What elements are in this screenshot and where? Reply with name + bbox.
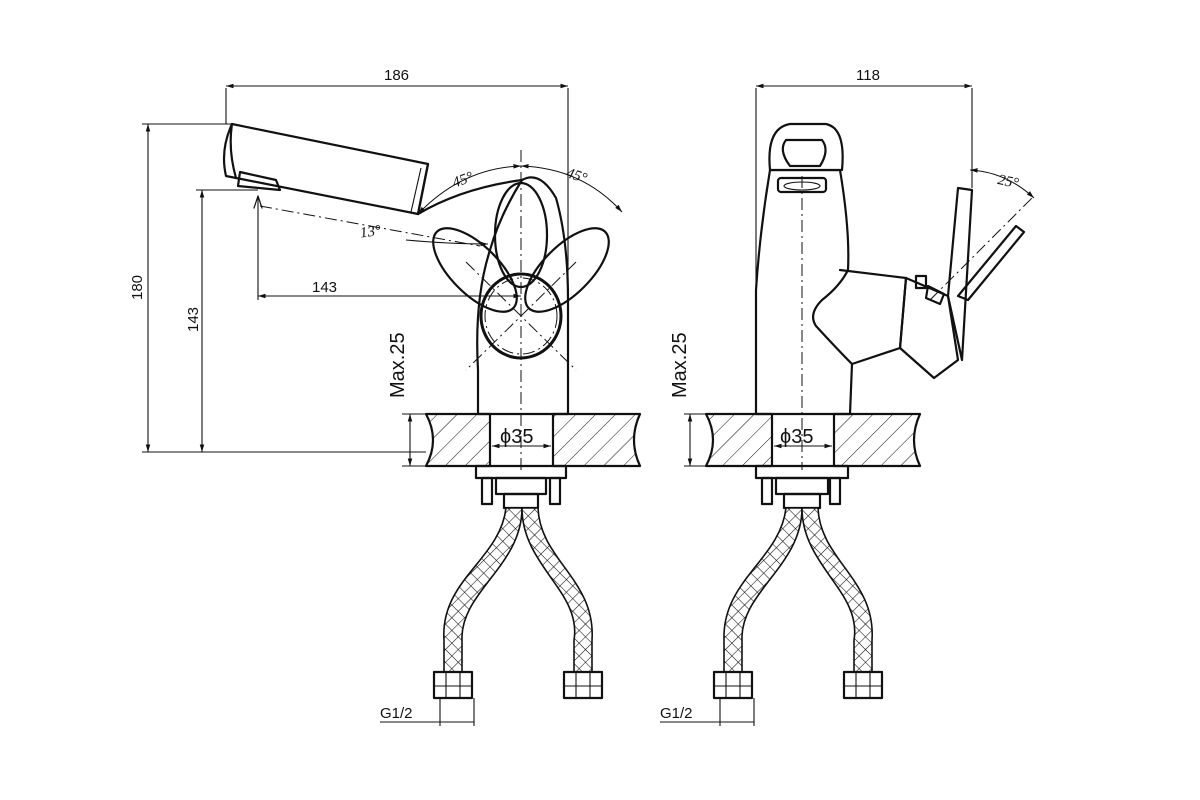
dim-thread-side: G1/2 xyxy=(660,698,755,726)
dim-width-186: 186 xyxy=(225,67,569,410)
faucet-body-side xyxy=(754,168,854,416)
dim-max25-side: Max.25 xyxy=(669,332,706,467)
angle-45-right: 45° xyxy=(564,165,589,187)
countertop-right-block xyxy=(551,412,642,468)
svg-text:ϕ35: ϕ35 xyxy=(780,426,813,448)
dim-reach-143: 143 xyxy=(253,195,521,300)
mounting-hardware-side xyxy=(754,464,850,510)
svg-text:143: 143 xyxy=(185,307,202,332)
svg-text:G1/2: G1/2 xyxy=(660,705,693,722)
dim-width-118: 118 xyxy=(755,67,973,410)
mounting-hardware-front xyxy=(474,464,568,510)
svg-text:118: 118 xyxy=(856,67,880,84)
side-handle xyxy=(838,186,1026,380)
svg-text:143: 143 xyxy=(312,279,337,296)
nut-left-front xyxy=(432,670,474,700)
side-view: 118 25° Max.25 ϕ35 xyxy=(660,67,1035,726)
svg-text:Max.25: Max.25 xyxy=(387,332,409,398)
svg-text:G1/2: G1/2 xyxy=(380,705,413,722)
dim-height-143: 143 xyxy=(185,189,258,452)
spout xyxy=(222,122,524,216)
dim-angle-25: 25° xyxy=(969,168,1035,199)
dim-hole-front: ϕ35 xyxy=(492,426,551,449)
dim-height-180: 180 xyxy=(129,123,426,453)
nut-right-front xyxy=(562,670,604,700)
svg-text:ϕ35: ϕ35 xyxy=(500,426,533,448)
nut-right-side xyxy=(842,670,884,700)
hose-left-side xyxy=(723,507,803,673)
hose-left-front xyxy=(443,507,523,673)
front-view: 45° 45° 13° 186 180 143 143 xyxy=(129,67,642,726)
svg-text:Max.25: Max.25 xyxy=(669,332,691,398)
dim-hole-side: ϕ35 xyxy=(774,426,832,449)
dim-max25-front: Max.25 xyxy=(387,332,426,467)
angle-13: 13° xyxy=(359,223,382,242)
hose-right-side xyxy=(801,507,873,673)
svg-text:25°: 25° xyxy=(996,172,1020,192)
svg-text:186: 186 xyxy=(384,67,409,84)
svg-text:180: 180 xyxy=(129,275,146,300)
angle-45-left: 45° xyxy=(450,169,475,191)
hose-right-front xyxy=(521,507,593,673)
dim-thread-front: G1/2 xyxy=(380,698,475,726)
countertop-section xyxy=(424,412,642,468)
nut-left-side xyxy=(712,670,754,700)
countertop-left-block xyxy=(424,412,492,468)
